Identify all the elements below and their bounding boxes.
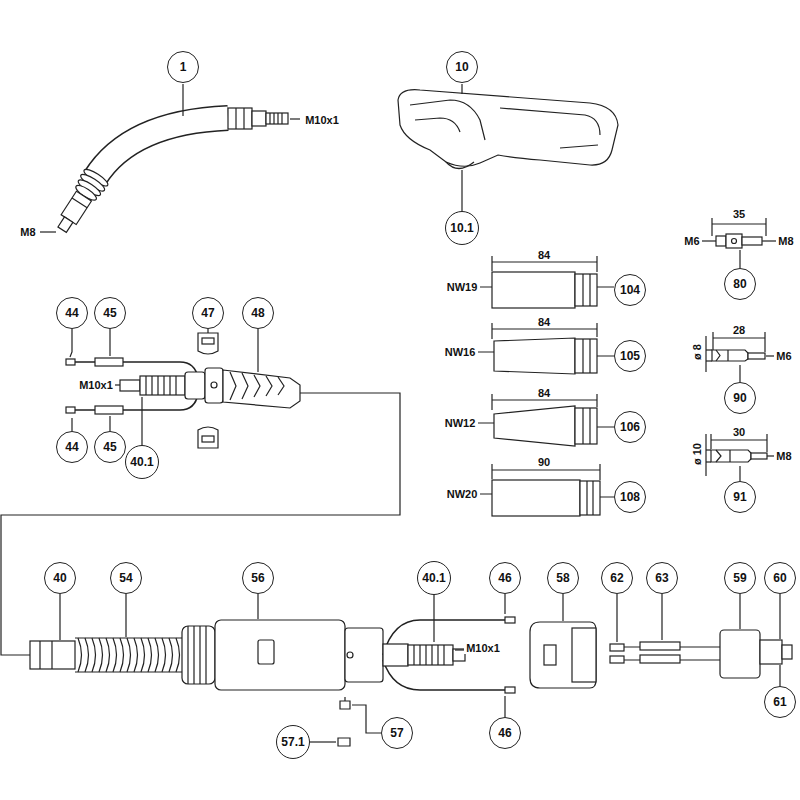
nozzle-size: NW19 [445, 281, 480, 293]
callout-circle: 1 [167, 51, 199, 83]
nozzle-size: NW16 [443, 346, 478, 358]
callout-number: 46 [498, 727, 511, 739]
callout-number: 105 [620, 350, 640, 362]
callout-number: 104 [620, 284, 640, 296]
callout-number: 62 [610, 572, 623, 584]
callout-circle: 44 [56, 297, 88, 329]
callout-circle: 56 [242, 562, 274, 594]
dimension: 84 [536, 316, 552, 328]
dimension: ø 8 [691, 342, 703, 362]
thread-size: M10x1 [464, 642, 502, 654]
callout-circle: 54 [110, 562, 142, 594]
callout-circle: 46 [489, 717, 521, 749]
callout-circle: 91 [724, 481, 756, 513]
callout-number: 40.1 [130, 456, 153, 468]
callout-number: 54 [119, 572, 132, 584]
callout-circle: 45 [94, 431, 126, 463]
callout-circle: 58 [547, 562, 579, 594]
callout-circle: 46 [489, 562, 521, 594]
callout-circle: 40.1 [125, 445, 159, 479]
nozzle-size: NW20 [445, 488, 480, 500]
callout-circle: 62 [601, 562, 633, 594]
callout-number: 108 [620, 491, 640, 503]
callout-circle: 45 [94, 297, 126, 329]
callout-circle: 90 [724, 382, 756, 414]
callout-number: 63 [655, 572, 668, 584]
callout-number: 44 [65, 441, 78, 453]
callout-circle: 47 [192, 297, 224, 329]
callout-number: 45 [103, 441, 116, 453]
callout-circle: 40.1 [417, 561, 451, 595]
callout-circle: 48 [242, 297, 274, 329]
callout-circle: 63 [646, 562, 678, 594]
callout-circle: 10 [446, 51, 478, 83]
callout-circle: 80 [724, 268, 756, 300]
callout-number: 56 [251, 572, 264, 584]
dimension: 84 [536, 249, 552, 261]
callout-circle: 44 [56, 431, 88, 463]
callout-circle: 10.1 [445, 211, 479, 245]
callout-number: 10.1 [450, 222, 473, 234]
callout-number: 80 [733, 278, 746, 290]
callout-number: 90 [733, 392, 746, 404]
callout-number: 44 [65, 307, 78, 319]
callout-circle: 59 [724, 562, 756, 594]
thread-size: M8 [18, 226, 37, 238]
dimension: ø 10 [691, 441, 703, 467]
callout-number: 57.1 [281, 736, 304, 748]
callout-circle: 61 [764, 686, 796, 718]
callout-number: 59 [733, 572, 746, 584]
callout-number: 48 [251, 307, 264, 319]
thread-size: M10x1 [77, 379, 115, 391]
dimension: 84 [536, 387, 552, 399]
callout-number: 47 [201, 307, 214, 319]
callout-circle: 106 [614, 411, 646, 443]
dimension: 35 [731, 208, 747, 220]
nozzle-size: NW12 [443, 417, 478, 429]
dimension: 90 [536, 456, 552, 468]
callout-number: 57 [390, 727, 403, 739]
callout-circle: 40 [44, 562, 76, 594]
thread-size: M6 [682, 235, 701, 247]
callout-circle: 104 [614, 274, 646, 306]
callout-number: 106 [620, 421, 640, 433]
thread-size: M8 [774, 450, 793, 462]
thread-size: M10x1 [303, 114, 341, 126]
callout-number: 58 [556, 572, 569, 584]
callout-circle: 108 [614, 481, 646, 513]
callout-circle: 57.1 [276, 725, 310, 759]
callout-circle: 105 [614, 340, 646, 372]
thread-size: M6 [774, 350, 793, 362]
callout-number: 40.1 [422, 572, 445, 584]
dimension: 28 [731, 324, 747, 336]
callout-number: 60 [773, 572, 786, 584]
callout-circle: 60 [764, 562, 796, 594]
callout-number: 40 [53, 572, 66, 584]
callout-number: 61 [773, 696, 786, 708]
callout-number: 91 [733, 491, 746, 503]
thread-size: M8 [776, 235, 795, 247]
callout-number: 46 [498, 572, 511, 584]
callout-number: 10 [455, 61, 468, 73]
dimension: 30 [731, 426, 747, 438]
callout-number: 45 [103, 307, 116, 319]
callout-circle: 57 [381, 717, 413, 749]
callout-number: 1 [180, 61, 187, 73]
